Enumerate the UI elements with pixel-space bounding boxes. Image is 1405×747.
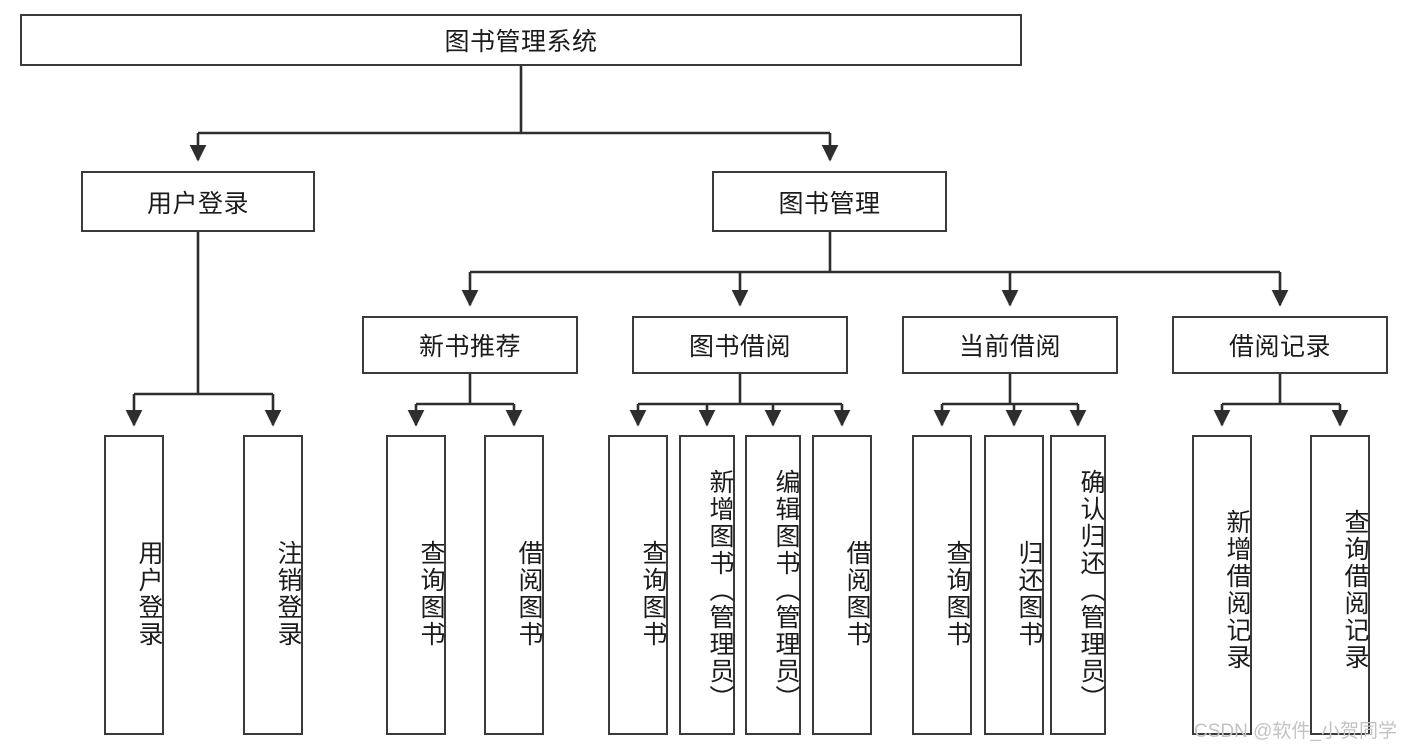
node-leaf-edit-book-label: 编辑图书（管理员） — [772, 468, 800, 712]
node-current-borrow[interactable]: 当前借阅 — [902, 316, 1118, 374]
node-current-borrow-label: 当前借阅 — [958, 333, 1061, 361]
node-leaf-borrow-book-2-label: 借阅图书 — [843, 540, 871, 648]
node-new-book-recommend-label: 新书推荐 — [418, 333, 521, 361]
node-new-book-recommend[interactable]: 新书推荐 — [362, 316, 578, 374]
node-leaf-confirm-return[interactable]: 确认归还（管理员） — [1050, 435, 1106, 735]
node-leaf-borrow-book-1[interactable]: 借阅图书 — [484, 435, 544, 735]
node-leaf-logout-login[interactable]: 注销登录 — [243, 435, 303, 735]
node-leaf-query-record-label: 查询借阅记录 — [1341, 509, 1369, 671]
node-book-manage-label: 图书管理 — [778, 189, 881, 218]
node-leaf-return-book[interactable]: 归还图书 — [984, 435, 1044, 735]
node-leaf-query-record[interactable]: 查询借阅记录 — [1310, 435, 1370, 735]
node-leaf-query-book-1[interactable]: 查询图书 — [386, 435, 446, 735]
node-book-borrow-label: 图书借阅 — [688, 333, 791, 361]
node-leaf-return-book-label: 归还图书 — [1015, 540, 1043, 648]
node-leaf-query-book-3-label: 查询图书 — [943, 540, 971, 648]
node-leaf-logout-login-label: 注销登录 — [274, 540, 302, 648]
node-leaf-borrow-book-1-label: 借阅图书 — [515, 540, 543, 648]
watermark-text: CSDN @软件_小贺同学 — [1194, 721, 1397, 742]
node-leaf-confirm-return-label: 确认归还（管理员） — [1077, 468, 1105, 712]
node-borrow-record-label: 借阅记录 — [1228, 333, 1331, 361]
node-root-label: 图书管理系统 — [444, 28, 598, 56]
node-leaf-query-book-3[interactable]: 查询图书 — [912, 435, 972, 735]
node-leaf-add-record[interactable]: 新增借阅记录 — [1192, 435, 1252, 735]
node-book-borrow[interactable]: 图书借阅 — [632, 316, 848, 374]
node-user-login[interactable]: 用户登录 — [81, 171, 315, 232]
node-leaf-query-book-2-label: 查询图书 — [639, 540, 667, 648]
node-root[interactable]: 图书管理系统 — [20, 14, 1022, 66]
node-leaf-add-book[interactable]: 新增图书（管理员） — [679, 435, 735, 735]
node-leaf-borrow-book-2[interactable]: 借阅图书 — [812, 435, 872, 735]
node-leaf-edit-book[interactable]: 编辑图书（管理员） — [745, 435, 801, 735]
node-leaf-query-book-2[interactable]: 查询图书 — [608, 435, 668, 735]
node-borrow-record[interactable]: 借阅记录 — [1172, 316, 1388, 374]
node-leaf-add-record-label: 新增借阅记录 — [1223, 509, 1251, 671]
node-leaf-user-login[interactable]: 用户登录 — [104, 435, 164, 735]
node-leaf-add-book-label: 新增图书（管理员） — [706, 468, 734, 712]
node-book-manage[interactable]: 图书管理 — [712, 171, 947, 232]
node-leaf-user-login-label: 用户登录 — [135, 540, 163, 648]
node-leaf-query-book-1-label: 查询图书 — [417, 540, 445, 648]
node-user-login-label: 用户登录 — [146, 189, 249, 218]
